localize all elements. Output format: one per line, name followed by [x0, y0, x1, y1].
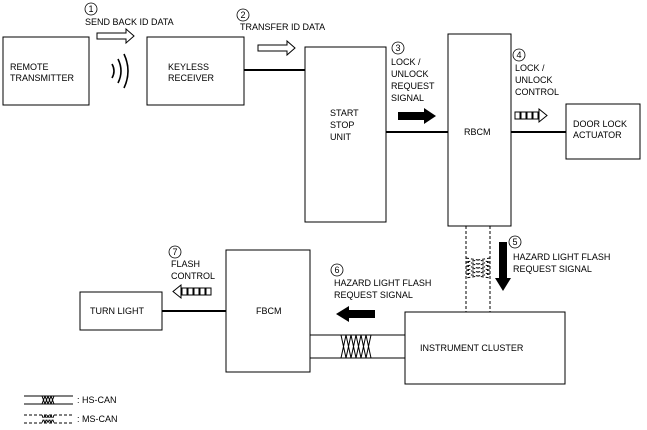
flash-control-arrow-icon [172, 283, 212, 300]
hazard-request-down-arrow-icon [495, 242, 511, 291]
ms-can-bus [465, 226, 491, 312]
fbcm-box [225, 249, 311, 373]
door-lock-label-1: DOOR LOCK [573, 119, 627, 129]
step-7-label-2: CONTROL [171, 271, 215, 281]
transfer-arrow-icon [257, 39, 296, 57]
lock-request-arrow-icon [398, 108, 436, 124]
step-4-label-2: UNLOCK [515, 75, 553, 85]
fbcm-label: FBCM [256, 306, 282, 316]
instrument-cluster-label: INSTRUMENT CLUSTER [420, 343, 524, 353]
legend-hs-can-symbol [24, 395, 73, 405]
start-stop-label-1: START [330, 108, 359, 118]
step-3-marker [391, 41, 405, 55]
step-5-number: 5 [513, 237, 518, 247]
step-4-label-3: CONTROL [515, 87, 559, 97]
step-4-number: 4 [517, 50, 522, 60]
legend: : HS-CAN : MS-CAN [24, 395, 118, 424]
start-stop-label-2: STOP [330, 120, 354, 130]
step-4-label-1: LOCK / [515, 63, 545, 73]
remote-transmitter-label-2: TRANSMITTER [10, 73, 74, 83]
door-lock-actuator-box [565, 103, 641, 160]
hazard-request-left-arrow-icon [336, 306, 375, 322]
wireless-signal-icon [111, 53, 129, 89]
step-1-marker [84, 2, 98, 16]
blocks [2, 33, 641, 385]
step-1-number: 1 [89, 4, 94, 14]
start-stop-unit-box [304, 46, 387, 223]
step-2-number: 2 [241, 10, 246, 20]
instrument-cluster-box [404, 311, 566, 385]
keyless-receiver-box [146, 36, 245, 106]
rbcm-box [447, 33, 512, 227]
door-lock-label-2: ACTUATOR [573, 130, 622, 140]
step-6-number: 6 [335, 265, 340, 275]
hs-can-bus [310, 334, 405, 359]
legend-ms-can-label: : MS-CAN [77, 414, 118, 424]
lock-control-arrow-icon [514, 107, 548, 124]
step-1-label: SEND BACK ID DATA [85, 17, 174, 27]
legend-ms-can-symbol [24, 414, 73, 424]
wires [162, 69, 566, 312]
step-5-label-2: REQUEST SIGNAL [513, 264, 592, 274]
turn-light-label: TURN LIGHT [90, 306, 145, 316]
step-2-label: TRANSFER ID DATA [240, 22, 325, 32]
step-3-label-2: UNLOCK [391, 69, 429, 79]
keyless-receiver-label-2: RECEIVER [168, 73, 215, 83]
step-2-marker [236, 8, 250, 22]
remote-transmitter-box [2, 36, 90, 106]
step-5-label-1: HAZARD LIGHT FLASH [513, 252, 610, 262]
keyless-receiver-label-1: KEYLESS [168, 62, 209, 72]
step-6-label-1: HAZARD LIGHT FLASH [334, 278, 431, 288]
step-5-marker [508, 235, 522, 249]
step-4-marker [512, 48, 526, 62]
step-3-label-4: SIGNAL [391, 93, 424, 103]
legend-hs-can-label: : HS-CAN [77, 395, 117, 405]
remote-transmitter-label-1: REMOTE [10, 62, 49, 72]
step-7-marker [168, 245, 182, 259]
step-3-label-3: REQUEST [391, 81, 435, 91]
turn-light-box [79, 291, 163, 331]
step-6-marker [330, 263, 344, 277]
step-7-number: 7 [173, 247, 178, 257]
step-3-number: 3 [396, 43, 401, 53]
start-stop-label-3: UNIT [330, 132, 351, 142]
send-back-arrow-icon [96, 27, 135, 45]
rbcm-label: RBCM [464, 127, 491, 137]
step-3-label-1: LOCK / [391, 57, 421, 67]
step-7-label-1: FLASH [171, 259, 200, 269]
step-6-label-2: REQUEST SIGNAL [334, 290, 413, 300]
